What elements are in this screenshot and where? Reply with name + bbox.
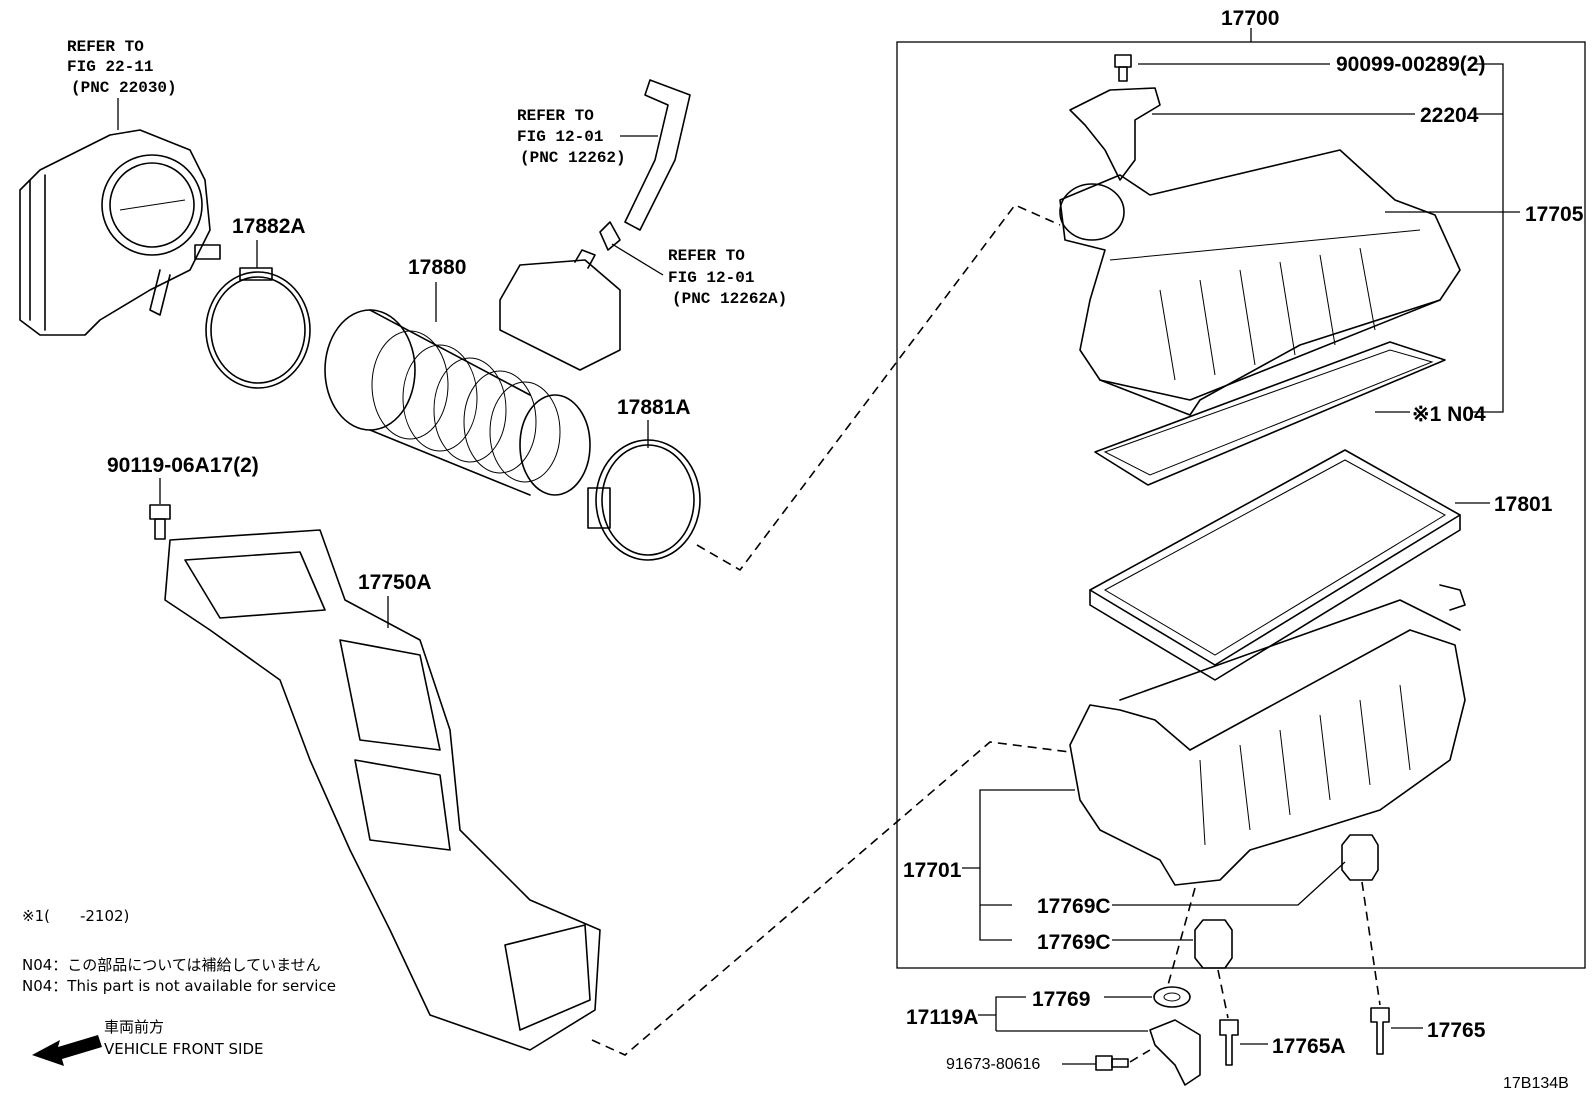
ref-fig-12-01-b: REFER TO FIG 12-01 (PNC 12262A): [611, 243, 787, 308]
label-17769: 17769: [1032, 988, 1090, 1011]
mass-air-flow-sensor-22204-illustration: [1069, 87, 1161, 181]
svg-text:(PNC 12262): (PNC 12262): [520, 149, 626, 167]
gasket-N04-illustration: [1094, 341, 1446, 486]
bolt-90099-illustration: [1114, 54, 1132, 82]
svg-text:FIG 12-01: FIG 12-01: [517, 128, 603, 146]
label-17750A: 17750A: [358, 571, 432, 594]
label-17882A: 17882A: [232, 215, 306, 238]
ref-fig-22-11: REFER TO FIG 22-11 (PNC 22030): [67, 38, 177, 130]
vehicle-front-arrow-icon: [32, 1035, 102, 1066]
grommet-17769C-illustration: [1194, 834, 1379, 969]
front-label-jp: 車両前方: [104, 1018, 164, 1036]
inlet-duct-17750A-illustration: [164, 529, 601, 1051]
front-label-en: VEHICLE FRONT SIDE: [104, 1040, 264, 1058]
label-91673: 91673-80616: [946, 1056, 1040, 1073]
pcv-hose-illustration: [599, 79, 691, 251]
pin-17765A-illustration: [1219, 1019, 1239, 1066]
clamp-17881A-illustration: [587, 439, 701, 561]
bolt-91673-illustration: [1095, 1055, 1129, 1071]
svg-text:FIG 22-11: FIG 22-11: [67, 58, 153, 76]
collar-17769-illustration: [1153, 986, 1191, 1008]
label-22204: 22204: [1420, 104, 1479, 127]
label-17881A: 17881A: [617, 396, 691, 419]
label-17700: 17700: [1221, 7, 1279, 30]
figure-code: 17B134B: [1503, 1075, 1569, 1092]
svg-text:(PNC 12262A): (PNC 12262A): [672, 290, 787, 308]
svg-text:REFER TO: REFER TO: [67, 38, 144, 56]
intake-hose-17880-illustration: [324, 249, 621, 496]
svg-text:REFER TO: REFER TO: [668, 247, 745, 265]
label-90099: 90099-00289(2): [1336, 53, 1485, 76]
label-17119A: 17119A: [906, 1006, 978, 1029]
throttle-body-illustration: [19, 129, 221, 336]
label-17880: 17880: [408, 256, 466, 279]
bracket-17119A-illustration: [1149, 1019, 1201, 1086]
svg-text:(PNC 22030): (PNC 22030): [71, 79, 177, 97]
clamp-17882A-illustration: [205, 267, 311, 389]
label-17769C-a: 17769C: [1037, 895, 1111, 918]
lower-case-17701-illustration: [1069, 584, 1466, 886]
label-17765: 17765: [1427, 1019, 1486, 1042]
filter-element-17801-illustration: [1089, 449, 1461, 681]
label-17801: 17801: [1494, 493, 1553, 516]
label-N04: ※1 N04: [1412, 403, 1486, 426]
svg-text:REFER TO: REFER TO: [517, 107, 594, 125]
assembly-boundary-17700: [896, 41, 1586, 969]
note-n04-en: N04：This part is not available for servi…: [22, 977, 336, 995]
label-17765A: 17765A: [1272, 1035, 1346, 1058]
svg-text:FIG 12-01: FIG 12-01: [668, 269, 754, 287]
ref-fig-12-01-a: REFER TO FIG 12-01 (PNC 12262): [517, 107, 658, 167]
label-17701: 17701: [903, 859, 962, 882]
bolt-90119-illustration: [149, 504, 171, 540]
upper-case-17705-illustration: [1059, 149, 1461, 416]
label-17705: 17705: [1525, 203, 1584, 226]
pin-17765-illustration: [1370, 1007, 1390, 1055]
label-17769C-b: 17769C: [1037, 931, 1111, 954]
label-90119: 90119-06A17(2): [107, 454, 259, 477]
footnote-1: ※1( -2102): [22, 907, 129, 925]
note-n04-jp: N04：この部品については補給していません: [22, 956, 321, 974]
